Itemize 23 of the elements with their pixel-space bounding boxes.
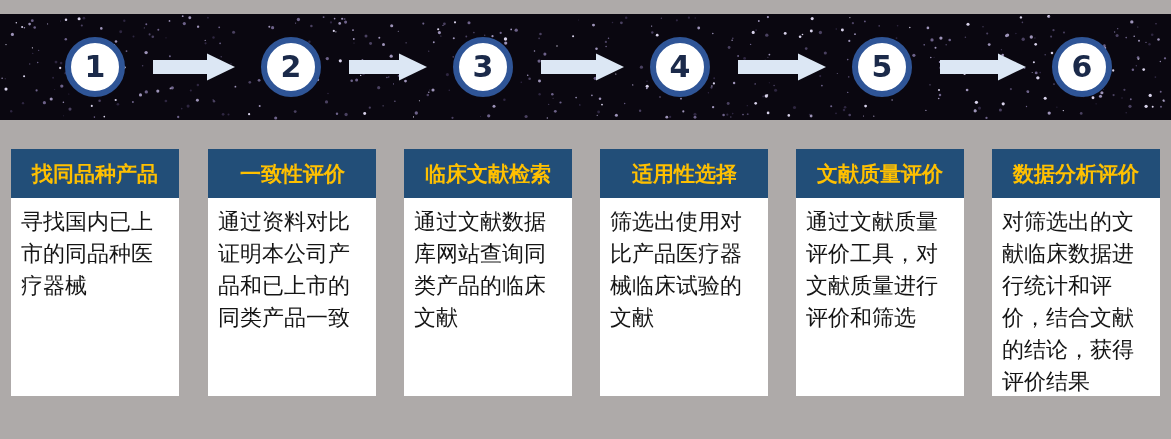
description-text: 通过文献质量评价工具，对文献质量进行评价和筛选: [805, 208, 939, 332]
title-bar: 找同品种产品: [11, 149, 179, 198]
description-text: 通过资料对比证明本公司产品和已上市的同类产品一致: [217, 208, 351, 332]
step-card: [600, 149, 768, 396]
title-bar: 一致性评价: [208, 149, 376, 198]
step-card: [796, 149, 964, 396]
step-card: [11, 149, 179, 396]
title-bar: 适用性选择: [600, 149, 768, 198]
title-bar: 数据分析评价: [992, 149, 1160, 198]
description-text: 寻找国内已上市的同品种医疗器械: [20, 208, 154, 300]
arrow: [153, 53, 235, 81]
step-card: [404, 149, 572, 396]
step-card: [208, 149, 376, 396]
step-card: [992, 149, 1160, 396]
arrow: [738, 53, 826, 81]
arrow: [541, 53, 624, 81]
description-text: 筛选出使用对比产品医疗器械临床试验的文献: [609, 208, 743, 332]
title-bar: 文献质量评价: [796, 149, 964, 198]
description-text: 通过文献数据库网站查询同类产品的临床文献: [413, 208, 547, 332]
arrow: [940, 53, 1026, 81]
title-bar: 临床文献检索: [404, 149, 572, 198]
arrow: [349, 53, 427, 81]
description-text: 对筛选出的文献临床数据进行统计和评价，结合文献的结论，获得评价结果: [1001, 208, 1135, 396]
